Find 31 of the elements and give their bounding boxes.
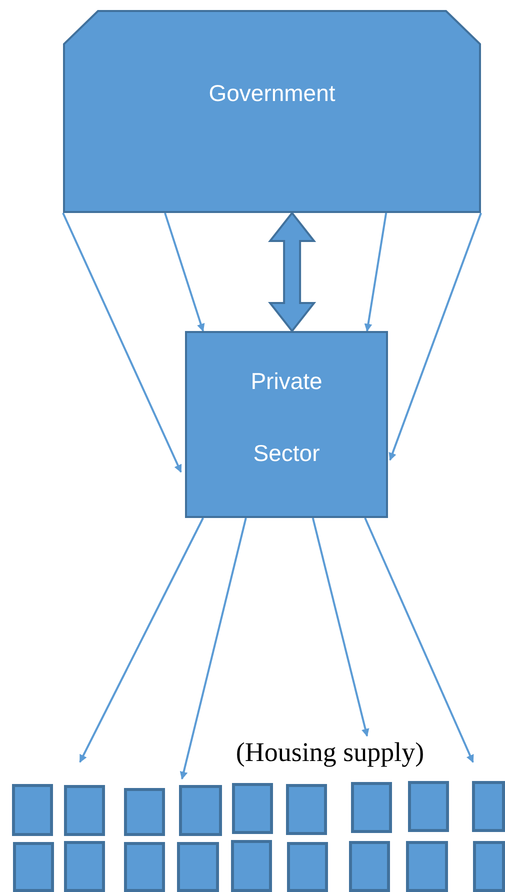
house-block (124, 788, 165, 836)
house-block (64, 841, 105, 892)
caption-label: (Housing supply) (236, 736, 424, 768)
house-block (177, 842, 219, 892)
house-block (231, 840, 272, 892)
arrow (79, 518, 204, 763)
house-block (12, 784, 53, 836)
house-block (351, 782, 392, 833)
arrow (180, 518, 247, 780)
house-block (473, 841, 505, 892)
house-block (287, 842, 328, 892)
house-block (349, 841, 390, 892)
house-block (406, 841, 448, 892)
house-block (408, 781, 449, 832)
house-block (232, 783, 273, 834)
house-block (286, 784, 327, 835)
arrow (164, 212, 205, 332)
house-block (472, 781, 505, 832)
house-block (124, 842, 165, 892)
arrow (388, 212, 482, 461)
node-title: Government (208, 79, 336, 108)
process-box (185, 331, 388, 518)
arrow (62, 212, 182, 473)
house-block (64, 785, 105, 836)
arrow (312, 518, 370, 737)
house-block (13, 842, 54, 892)
node-title: Private Sector (250, 367, 324, 468)
double-block-arrow (268, 211, 316, 333)
house-block (179, 785, 222, 836)
arrow (364, 212, 388, 332)
arrow (364, 518, 474, 763)
